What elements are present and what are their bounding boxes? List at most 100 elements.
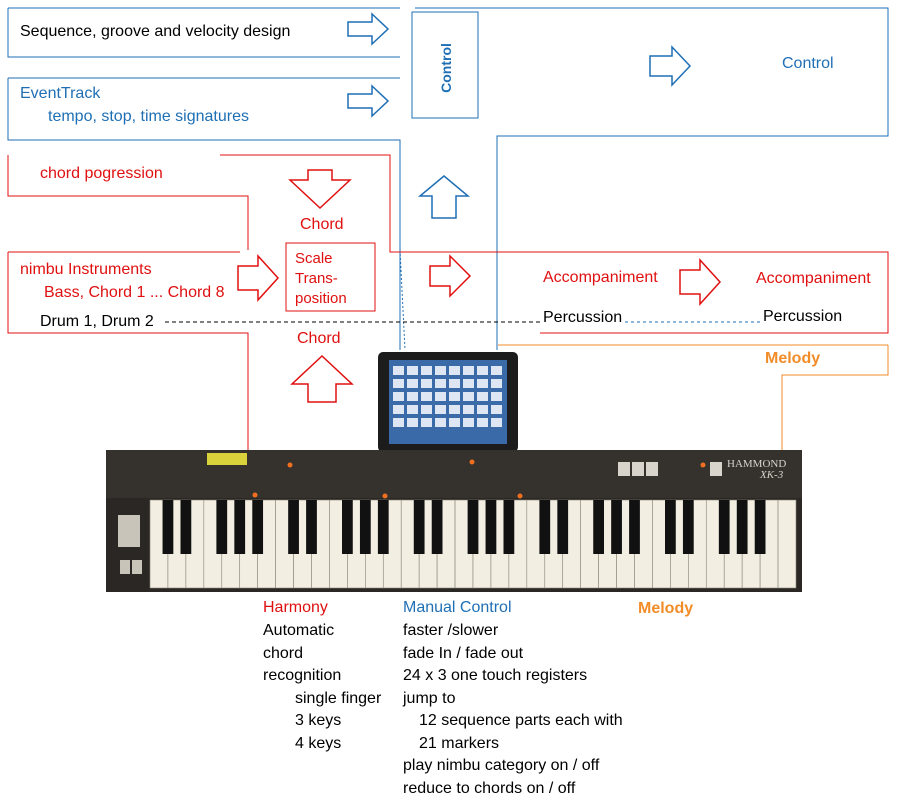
arrow-right-icon bbox=[429, 254, 472, 298]
black-key bbox=[413, 500, 425, 554]
black-key bbox=[431, 500, 443, 554]
tablet-button bbox=[491, 418, 502, 427]
manual-line: jump to bbox=[403, 689, 456, 707]
tablet-button bbox=[393, 392, 404, 401]
manual-line: play nimbu category on / off bbox=[403, 757, 600, 774]
tablet-button bbox=[407, 392, 418, 401]
tablet-button bbox=[477, 418, 488, 427]
tablet-button bbox=[449, 392, 460, 401]
arrow-right-icon bbox=[347, 84, 390, 118]
manual-line: 21 markers bbox=[419, 734, 500, 752]
percussion-label-2: Percussion bbox=[763, 308, 843, 325]
tablet-button bbox=[393, 405, 404, 414]
manual-line: reduce to chords on / off bbox=[403, 779, 576, 797]
control-right-label: Control bbox=[782, 55, 834, 72]
black-key bbox=[342, 500, 353, 554]
harmony-line: Automatic bbox=[263, 622, 335, 639]
sequence-label: Sequence, groove and velocity design bbox=[20, 23, 291, 40]
white-key bbox=[777, 499, 797, 589]
tablet-button bbox=[491, 405, 502, 414]
tablet-button bbox=[463, 392, 474, 401]
tablet-button bbox=[435, 405, 446, 414]
control-center-label: Control bbox=[438, 43, 455, 93]
accompaniment-label-2: Accompaniment bbox=[756, 270, 871, 287]
tablet-button bbox=[421, 366, 432, 375]
tablet-button bbox=[477, 366, 488, 375]
tablet-button bbox=[491, 392, 502, 401]
tablet-button bbox=[449, 418, 460, 427]
tablet-button bbox=[463, 418, 474, 427]
sequence-box-line bbox=[7, 8, 400, 58]
tablet-button bbox=[407, 366, 418, 375]
black-key bbox=[359, 500, 371, 554]
accompaniment-label-1: Accompaniment bbox=[543, 269, 658, 286]
tablet-button bbox=[463, 366, 474, 375]
black-key bbox=[485, 500, 497, 554]
tablet-button bbox=[449, 405, 460, 414]
chord-progression-label: chord pogression bbox=[40, 165, 163, 182]
black-key bbox=[252, 500, 264, 554]
melody-label-lower: Melody bbox=[638, 600, 694, 617]
eventtrack-title: EventTrack bbox=[20, 85, 101, 102]
tablet-button bbox=[491, 379, 502, 388]
melody-label-upper: Melody bbox=[765, 350, 821, 367]
manual-line: fade In / fade out bbox=[403, 644, 524, 662]
manual-line: 12 sequence parts each with bbox=[419, 712, 623, 729]
manual-line: faster /slower bbox=[403, 622, 499, 639]
organ-keyboard bbox=[106, 450, 802, 592]
tablet-button bbox=[449, 379, 460, 388]
instruments-title: nimbu Instruments bbox=[20, 261, 152, 278]
manual-control-title: Manual Control bbox=[403, 599, 512, 616]
tablet-button bbox=[393, 418, 404, 427]
tablet-button bbox=[435, 379, 446, 388]
organ-brand: HAMMOND bbox=[727, 458, 787, 470]
black-key bbox=[539, 500, 551, 554]
arrow-right-icon bbox=[649, 45, 692, 87]
arrow-right-icon bbox=[347, 12, 390, 46]
black-key bbox=[629, 500, 640, 554]
harmony-line: recognition bbox=[263, 667, 342, 684]
drums-label: Drum 1, Drum 2 bbox=[40, 313, 154, 330]
chord-label-upper: Chord bbox=[300, 216, 344, 233]
tablet-button bbox=[463, 379, 474, 388]
arrow-down-icon bbox=[288, 169, 352, 210]
tablet-button bbox=[421, 418, 432, 427]
tablet-button bbox=[407, 418, 418, 427]
black-key bbox=[665, 500, 676, 554]
black-key bbox=[736, 500, 748, 554]
black-key bbox=[503, 500, 515, 554]
black-key bbox=[306, 500, 317, 554]
harmony-line: 4 keys bbox=[295, 734, 342, 752]
accompaniment-line bbox=[220, 154, 889, 334]
tablet-button bbox=[393, 366, 404, 375]
chord-label-lower: Chord bbox=[297, 330, 341, 347]
tablet-button bbox=[463, 405, 474, 414]
arrow-right-icon bbox=[679, 258, 722, 306]
harmony-line: single finger bbox=[295, 689, 382, 707]
black-key bbox=[718, 500, 730, 554]
tablet-button bbox=[477, 392, 488, 401]
black-key bbox=[682, 500, 694, 554]
chord-progression-line bbox=[7, 155, 249, 250]
tablet-button bbox=[449, 366, 460, 375]
control-center-box bbox=[411, 11, 479, 119]
black-key bbox=[754, 500, 766, 554]
tablet-button bbox=[421, 392, 432, 401]
organ-model: XK-3 bbox=[760, 469, 784, 481]
manual-line: 24 x 3 one touch registers bbox=[403, 667, 588, 684]
tablet-button bbox=[477, 379, 488, 388]
arrow-right-icon bbox=[237, 254, 280, 302]
black-key bbox=[216, 500, 228, 554]
scale-transposition-label: Scale Trans- position bbox=[295, 250, 347, 307]
tablet-button bbox=[435, 418, 446, 427]
harmony-title: Harmony bbox=[263, 599, 328, 616]
black-key bbox=[162, 500, 174, 554]
instruments-subtitle: Bass, Chord 1 ... Chord 8 bbox=[44, 284, 225, 301]
percussion-label-1: Percussion bbox=[543, 309, 623, 326]
arrow-up-icon bbox=[417, 175, 471, 219]
black-key bbox=[234, 500, 246, 554]
black-key bbox=[467, 500, 479, 554]
black-key bbox=[557, 500, 569, 554]
